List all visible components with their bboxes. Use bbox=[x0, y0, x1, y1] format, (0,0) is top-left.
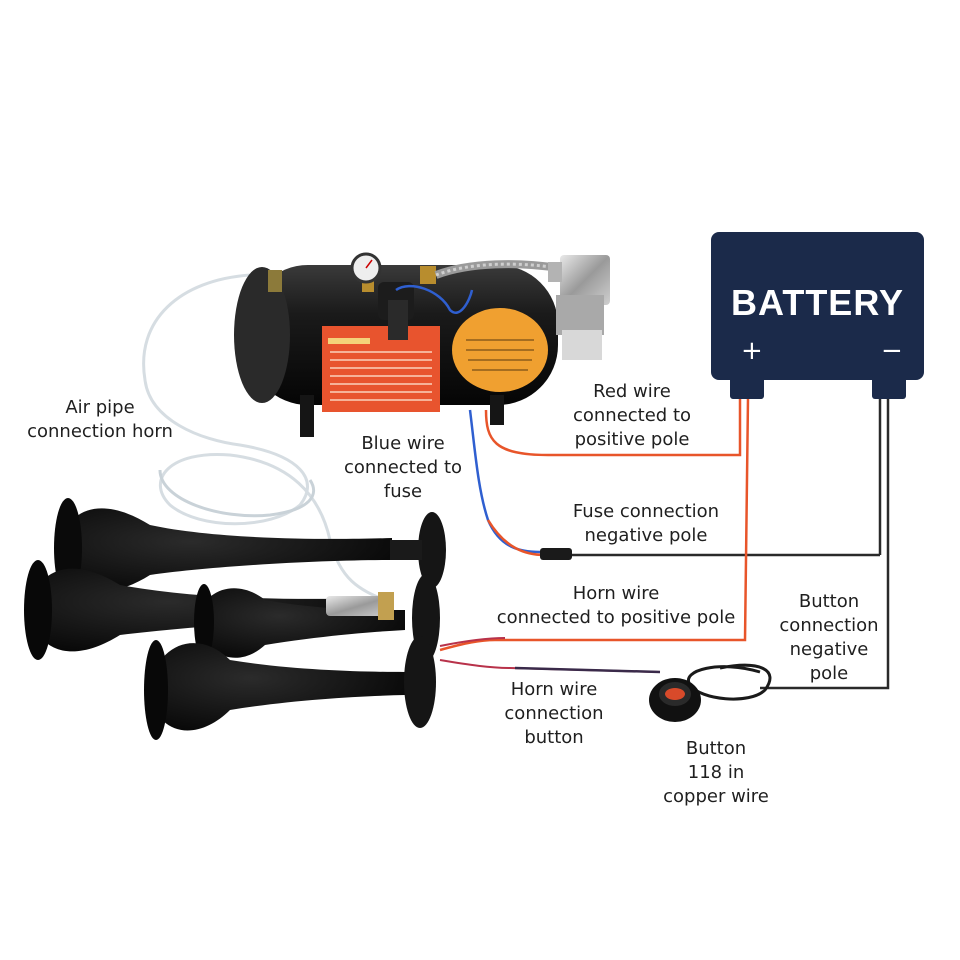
compressor-head bbox=[548, 255, 610, 360]
trumpet-horns bbox=[24, 498, 446, 740]
battery: BATTERY + − bbox=[711, 232, 924, 380]
battery-title: BATTERY bbox=[731, 282, 904, 323]
compressor-wires bbox=[468, 398, 742, 557]
negative-terminal bbox=[872, 372, 906, 399]
horn-button-wire bbox=[439, 659, 661, 674]
air-pipe bbox=[142, 273, 386, 602]
positive-terminal-sign: + bbox=[741, 336, 763, 366]
positive-terminal bbox=[730, 372, 764, 399]
inline-fuse bbox=[540, 398, 882, 560]
horn-positive-wire bbox=[439, 397, 750, 652]
solenoid-valve bbox=[326, 596, 392, 616]
negative-terminal-sign: − bbox=[881, 336, 903, 366]
push-button-icon bbox=[649, 678, 701, 722]
button-negative-wire bbox=[687, 398, 890, 701]
air-compressor-tank bbox=[234, 252, 610, 437]
